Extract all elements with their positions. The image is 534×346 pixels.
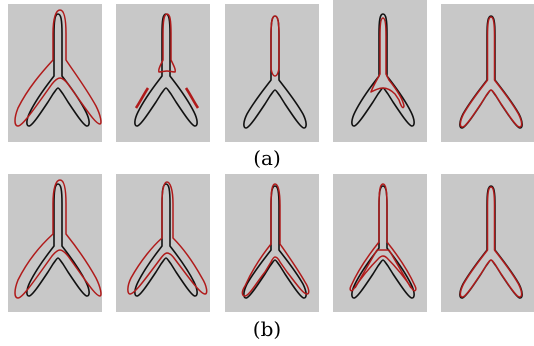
panel-a-3 <box>225 4 319 142</box>
fitted-contour <box>158 13 176 73</box>
contour-overlay <box>459 15 523 129</box>
panel-b-1 <box>8 174 102 312</box>
panel-a-2 <box>116 4 210 142</box>
reference-contour <box>243 15 307 129</box>
fitted-contour <box>270 15 280 77</box>
fitted-contour <box>459 186 523 298</box>
fitted-contour <box>127 181 208 295</box>
contour-overlay <box>14 9 102 127</box>
reference-contour <box>351 13 415 127</box>
fitted-inner-contour <box>354 249 412 289</box>
contour-overlay <box>351 13 415 127</box>
reference-contour <box>134 13 198 127</box>
contour-overlay <box>349 183 417 299</box>
reference-contour <box>243 185 307 299</box>
contour-overlay <box>134 13 200 127</box>
reference-contour <box>134 183 198 297</box>
fitted-contour <box>349 183 417 292</box>
fitted-contour <box>14 179 102 299</box>
contour-overlay <box>241 183 310 299</box>
fitted-contour <box>459 16 523 128</box>
reference-contour <box>26 13 90 127</box>
panel-b-5 <box>441 174 534 312</box>
fitted-right-fragment <box>184 87 200 109</box>
contour-overlay <box>243 15 307 129</box>
panel-a-5 <box>441 4 534 142</box>
panel-b-2 <box>116 174 210 312</box>
contour-overlay <box>14 179 102 299</box>
reference-contour <box>459 15 523 129</box>
contour-overlay <box>127 181 208 297</box>
fitted-left-fragment <box>134 87 150 109</box>
reference-contour <box>351 185 415 299</box>
panel-a-4 <box>333 0 427 142</box>
caption-a: (a) <box>253 146 281 170</box>
fitted-contour <box>14 9 102 127</box>
panel-b-3 <box>225 174 319 312</box>
panel-a-1 <box>8 4 102 142</box>
caption-b: (b) <box>252 317 282 341</box>
panel-b-4 <box>333 174 427 312</box>
fitted-contour <box>241 183 310 297</box>
contour-overlay <box>459 185 523 299</box>
fitted-contour <box>370 17 405 109</box>
reference-contour <box>26 183 90 297</box>
reference-contour <box>459 185 523 299</box>
